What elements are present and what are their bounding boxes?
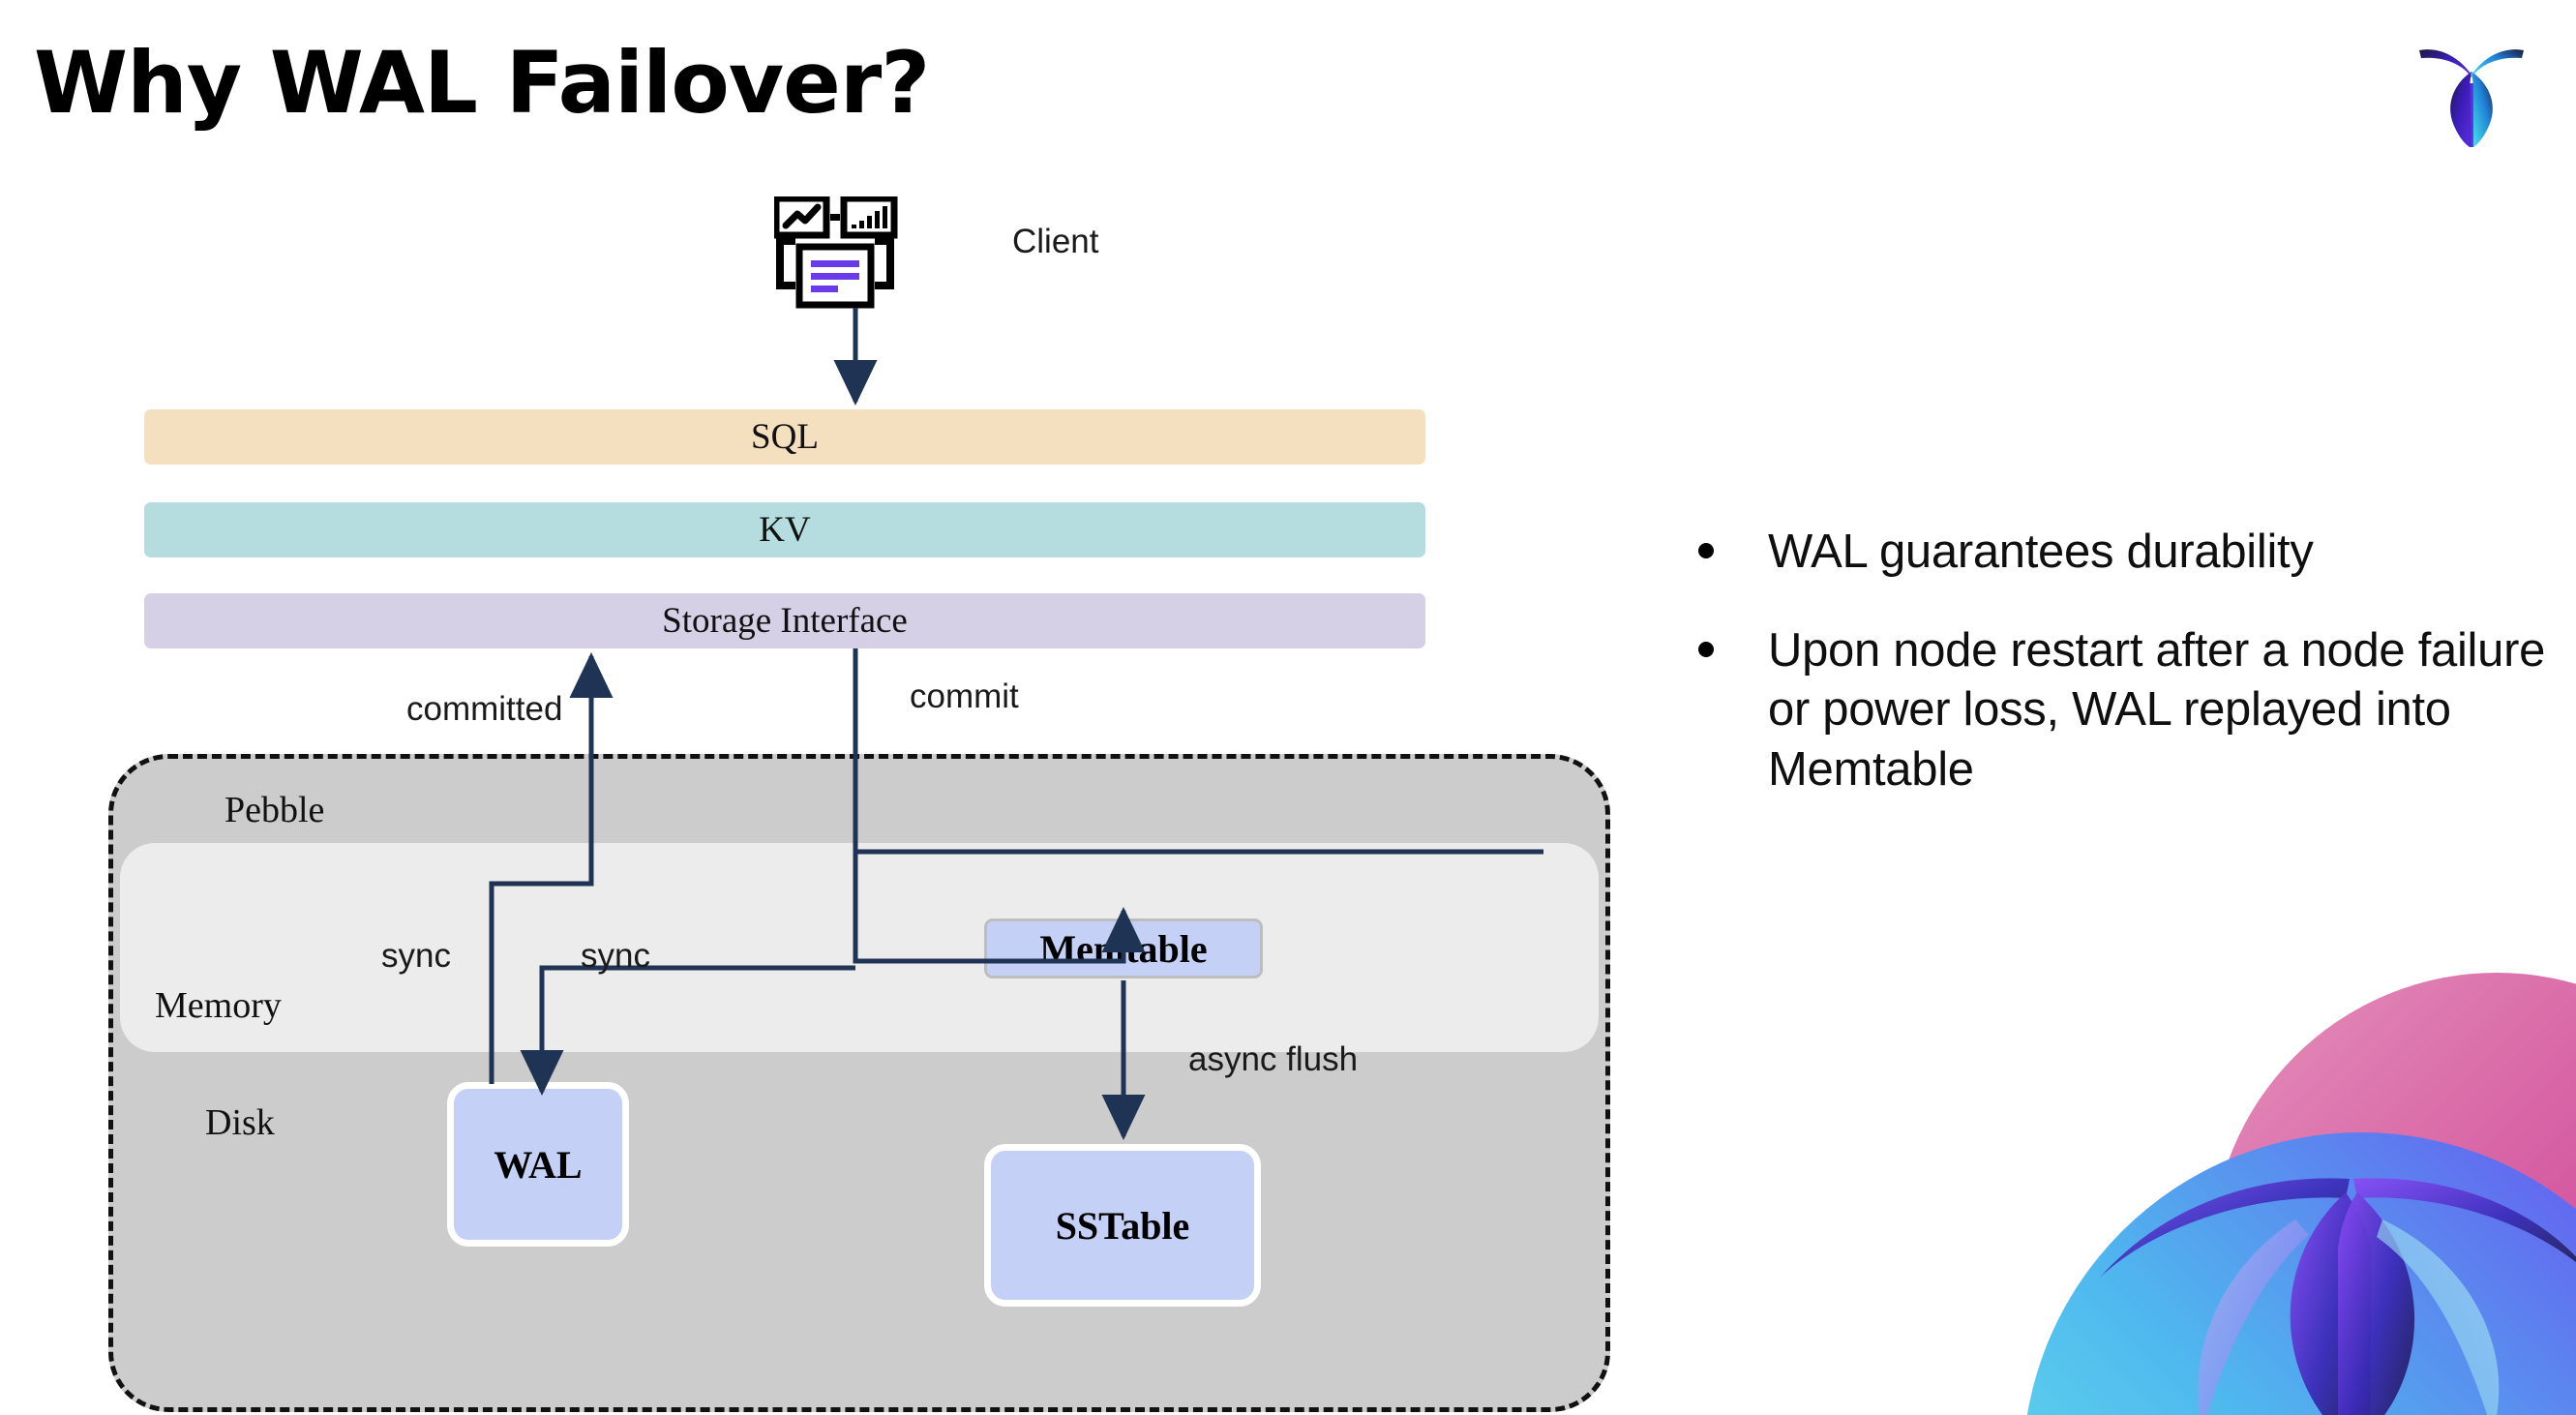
edge-label-commit: commit bbox=[910, 677, 1019, 715]
bullet-dot-icon bbox=[1698, 641, 1714, 657]
layer-bar-kv[interactable]: KV bbox=[144, 502, 1425, 557]
client-dashboard-icon bbox=[772, 195, 929, 313]
client-label: Client bbox=[1012, 223, 1099, 260]
bullet-text: WAL guarantees durability bbox=[1768, 526, 2314, 578]
edge-label-committed: committed bbox=[406, 690, 563, 728]
node-wal[interactable]: WAL bbox=[447, 1082, 629, 1247]
disk-label: Disk bbox=[205, 1102, 275, 1143]
bullet-list: WAL guarantees durability Upon node rest… bbox=[1698, 523, 2550, 839]
edge-label-sync-1: sync bbox=[381, 937, 451, 975]
memory-label: Memory bbox=[155, 985, 282, 1026]
list-item: WAL guarantees durability bbox=[1698, 523, 2550, 583]
layer-bar-storage-interface[interactable]: Storage Interface bbox=[144, 593, 1425, 648]
memory-container bbox=[120, 843, 1599, 1052]
edge-committed bbox=[489, 652, 614, 1084]
edge-commit-to-memtable bbox=[853, 648, 1146, 964]
bullet-dot-icon bbox=[1698, 543, 1714, 558]
edge-sync-to-wal bbox=[520, 965, 855, 1096]
cockroachdb-logo-icon bbox=[2413, 33, 2530, 149]
list-item: Upon node restart after a node failure o… bbox=[1698, 621, 2550, 800]
node-sstable[interactable]: SSTable bbox=[984, 1144, 1261, 1307]
diagram-edges bbox=[489, 308, 1543, 1140]
architecture-diagram: Pebble Memory Disk SQL KV Storage Interf… bbox=[108, 195, 1610, 1412]
pebble-label: Pebble bbox=[225, 790, 325, 830]
bullet-text: Upon node restart after a node failure o… bbox=[1768, 623, 2546, 797]
edge-label-sync-2: sync bbox=[581, 937, 650, 975]
page-title: Why WAL Failover? bbox=[34, 33, 930, 133]
edge-label-async-flush: async flush bbox=[1188, 1040, 1359, 1078]
layer-bar-sql[interactable]: SQL bbox=[144, 409, 1425, 465]
cockroachdb-watermark-icon bbox=[1955, 929, 2576, 1415]
